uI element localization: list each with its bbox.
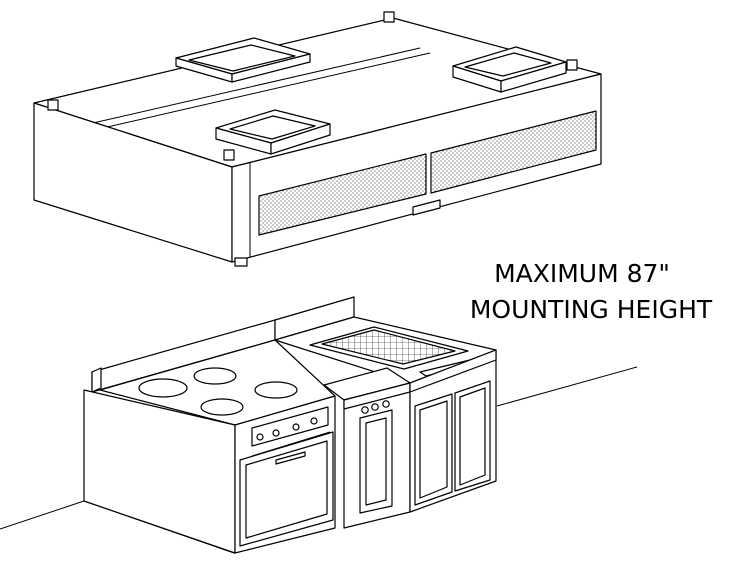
duct-collar-right <box>452 46 567 93</box>
annotation-line-1: MAXIMUM 87" <box>494 259 670 288</box>
duct-collar-front <box>215 109 331 155</box>
exhaust-hood-icon <box>33 11 602 267</box>
duct-collar-rear <box>175 37 311 83</box>
annotation-line-2: MOUNTING HEIGHT <box>470 295 713 324</box>
range-icon <box>83 319 336 554</box>
fryer-icon <box>274 296 497 529</box>
